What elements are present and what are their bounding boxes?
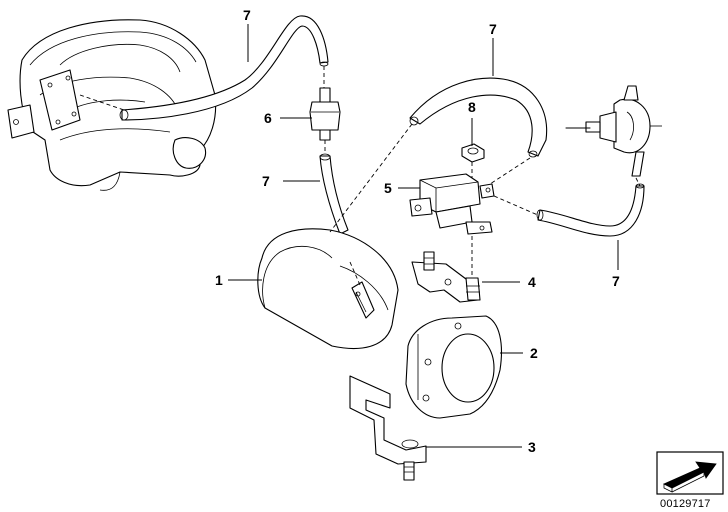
charcoal-canister	[257, 228, 399, 349]
dash-hose-solenoid	[489, 157, 531, 185]
hose-upper-right	[409, 77, 548, 158]
callout-7-upper-hose: 7	[489, 21, 497, 37]
check-valve	[309, 87, 341, 141]
dash-solenoid-hose	[493, 195, 541, 217]
callout-5-solenoid: 5	[384, 180, 392, 196]
nut	[461, 143, 485, 163]
hose-right	[536, 183, 645, 237]
mounting-bracket	[349, 375, 427, 481]
dash-actuator-hose	[635, 177, 641, 187]
callout-3-bracket: 3	[528, 439, 536, 455]
arrow-box-icon	[656, 451, 724, 495]
callout-7-hose-top: 7	[243, 7, 251, 23]
intake-manifold	[7, 19, 217, 191]
callout-8-nut: 8	[468, 99, 476, 115]
solenoid-valve	[409, 173, 495, 235]
callout-7-vertical-hose-label: 6	[264, 110, 272, 126]
hose-vertical	[319, 153, 349, 235]
vacuum-actuator	[565, 85, 662, 177]
callout-4-bracket: 4	[528, 274, 536, 290]
callout-2-holder: 2	[530, 345, 538, 361]
callout-1-canister: 1	[215, 272, 223, 288]
dash-canister-solenoid	[329, 123, 413, 233]
canister-holder	[405, 315, 503, 419]
callout-7-vertical-hose: 7	[262, 173, 270, 189]
leader-lines	[228, 24, 619, 448]
reference-number: 00129717	[660, 498, 711, 510]
bracket-solenoid	[411, 251, 481, 303]
callout-7-right-hose: 7	[612, 273, 620, 289]
dash-manifold-hose	[79, 94, 125, 111]
hose-top	[119, 15, 329, 121]
